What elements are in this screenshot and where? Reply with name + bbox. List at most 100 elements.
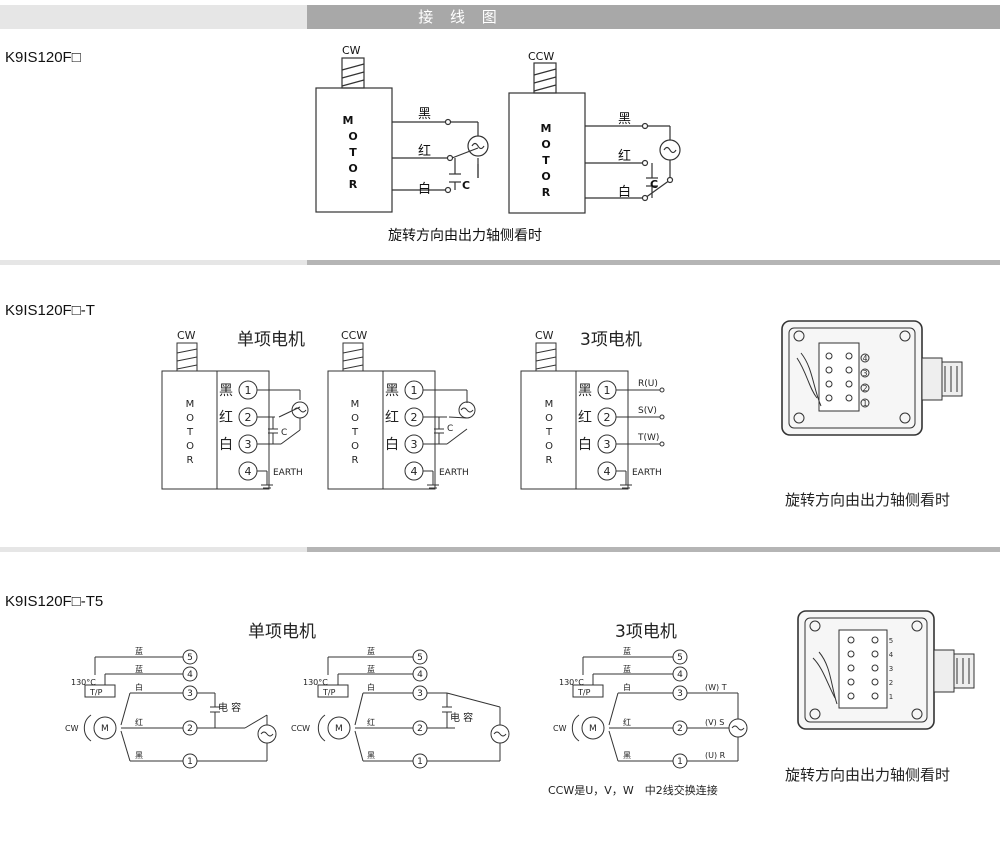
- svg-text:黑: 黑: [135, 751, 143, 760]
- svg-text:4: 4: [417, 670, 423, 680]
- svg-text:C: C: [281, 428, 287, 438]
- svg-text:单项电机: 单项电机: [248, 622, 316, 642]
- svg-text:R(U): R(U): [638, 379, 658, 389]
- svg-text:O: O: [351, 441, 359, 452]
- svg-text:蓝: 蓝: [367, 664, 375, 674]
- svg-text:1: 1: [187, 757, 193, 767]
- svg-text:2: 2: [417, 724, 423, 734]
- svg-text:白: 白: [385, 437, 399, 453]
- terminal-box-image-1: 4 3 2 1: [781, 320, 963, 436]
- svg-text:红: 红: [367, 717, 375, 727]
- svg-text:5: 5: [889, 637, 893, 645]
- svg-text:T(W): T(W): [637, 433, 659, 443]
- svg-text:O: O: [541, 170, 550, 183]
- svg-text:白: 白: [219, 437, 233, 453]
- svg-text:红: 红: [618, 148, 631, 164]
- svg-text:3: 3: [417, 689, 423, 699]
- svg-text:(U) R: (U) R: [705, 751, 726, 760]
- model-label-2: K9IS120F□-T: [5, 302, 95, 319]
- svg-text:M: M: [545, 399, 554, 410]
- svg-text:红: 红: [578, 410, 592, 426]
- svg-text:电 容: 电 容: [450, 711, 473, 724]
- swap-note: CCW是U，V，W 中2线交换连接: [548, 783, 718, 797]
- svg-text:2: 2: [604, 411, 611, 424]
- page-title: 接 线 图: [418, 8, 503, 26]
- svg-text:红: 红: [623, 717, 631, 727]
- svg-text:130°C: 130°C: [559, 678, 584, 687]
- svg-text:白: 白: [418, 181, 431, 197]
- svg-text:M: M: [335, 724, 343, 734]
- svg-text:T: T: [186, 427, 194, 438]
- svg-text:CCW: CCW: [341, 329, 367, 342]
- svg-text:EARTH: EARTH: [439, 468, 469, 478]
- svg-text:T/P: T/P: [577, 688, 591, 697]
- svg-text:2: 2: [862, 384, 867, 393]
- svg-text:3: 3: [187, 689, 193, 699]
- svg-text:2: 2: [187, 724, 193, 734]
- svg-text:C: C: [462, 179, 470, 192]
- section2-diagram: CW CCW CW 单项电机 3项电机 M O T O R M O T O R …: [161, 329, 665, 490]
- svg-text:C: C: [650, 178, 658, 191]
- svg-text:3: 3: [677, 689, 683, 699]
- model-label-1: K9IS120F□: [5, 49, 81, 66]
- svg-text:蓝: 蓝: [135, 664, 143, 674]
- svg-text:R: R: [546, 455, 553, 466]
- svg-text:T: T: [542, 154, 550, 167]
- svg-text:4: 4: [862, 354, 867, 363]
- svg-text:3: 3: [604, 438, 611, 451]
- svg-text:蓝: 蓝: [367, 646, 375, 656]
- svg-text:黑: 黑: [367, 751, 375, 760]
- svg-text:O: O: [545, 441, 553, 452]
- svg-text:2: 2: [245, 411, 252, 424]
- header-bar-left: [0, 5, 307, 29]
- svg-text:C: C: [447, 424, 453, 434]
- svg-text:O: O: [348, 130, 357, 143]
- svg-text:M: M: [186, 399, 195, 410]
- svg-text:O: O: [348, 162, 357, 175]
- svg-text:白: 白: [618, 184, 631, 200]
- svg-text:CCW: CCW: [291, 724, 310, 733]
- svg-text:130°C: 130°C: [303, 678, 328, 687]
- svg-text:白: 白: [367, 682, 375, 692]
- svg-text:红: 红: [418, 143, 431, 159]
- view-note-3: 旋转方向由出力轴侧看时: [785, 766, 951, 784]
- svg-text:EARTH: EARTH: [632, 468, 662, 478]
- svg-text:蓝: 蓝: [623, 664, 631, 674]
- svg-text:2: 2: [677, 724, 683, 734]
- svg-text:1: 1: [862, 399, 867, 408]
- svg-text:1: 1: [417, 757, 423, 767]
- svg-text:3: 3: [245, 438, 252, 451]
- svg-text:黑: 黑: [623, 751, 631, 760]
- svg-text:R: R: [349, 178, 358, 191]
- svg-text:4: 4: [245, 465, 252, 478]
- svg-text:O: O: [186, 413, 194, 424]
- svg-text:白: 白: [135, 682, 143, 692]
- svg-text:S(V): S(V): [638, 406, 657, 416]
- svg-text:CW: CW: [177, 329, 196, 342]
- header-bar-right: [307, 5, 1000, 29]
- svg-text:2: 2: [411, 411, 418, 424]
- svg-text:1: 1: [411, 384, 418, 397]
- svg-text:(V) S: (V) S: [705, 718, 724, 727]
- svg-text:T/P: T/P: [322, 688, 336, 697]
- svg-text:R: R: [187, 455, 194, 466]
- svg-text:4: 4: [411, 465, 418, 478]
- svg-text:黑: 黑: [618, 112, 631, 127]
- svg-text:M: M: [541, 122, 552, 135]
- svg-text:T/P: T/P: [89, 688, 103, 697]
- svg-text:M: M: [343, 114, 354, 127]
- svg-text:1: 1: [677, 757, 683, 767]
- svg-text:蓝: 蓝: [135, 646, 143, 656]
- section-divider-2: [0, 547, 1000, 552]
- svg-text:白: 白: [623, 682, 631, 692]
- svg-text:黑: 黑: [219, 383, 233, 399]
- svg-text:O: O: [541, 138, 550, 151]
- svg-text:R: R: [542, 186, 551, 199]
- svg-text:T: T: [351, 427, 359, 438]
- svg-text:蓝: 蓝: [623, 646, 631, 656]
- svg-text:2: 2: [889, 679, 893, 687]
- view-note-2: 旋转方向由出力轴侧看时: [785, 491, 951, 509]
- svg-text:M: M: [101, 724, 109, 734]
